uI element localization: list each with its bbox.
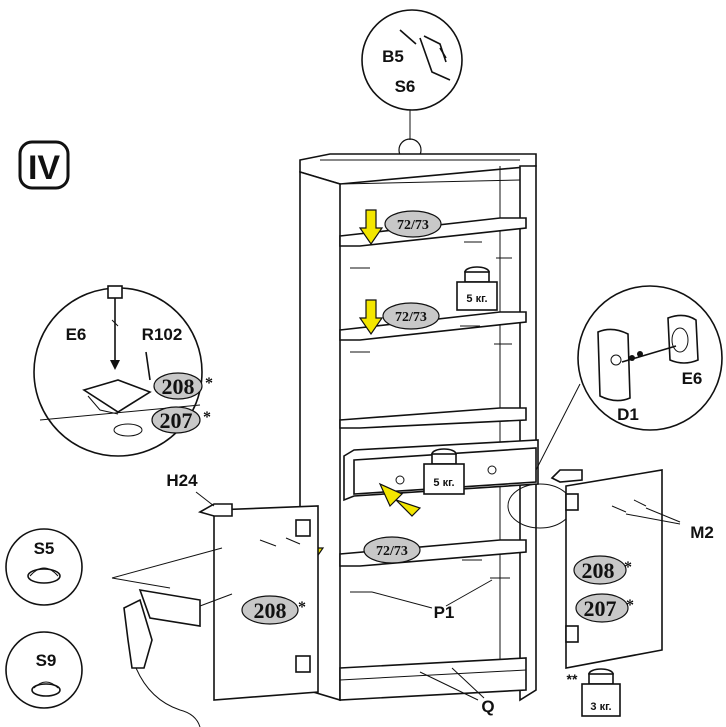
detail-code-207: 207 — [160, 408, 193, 433]
knob-s5-circle: S5 — [5, 528, 83, 606]
weight-label-floor: 3 кг. — [590, 701, 611, 713]
part-q-label: Q — [481, 697, 494, 716]
part-s6-label: S6 — [395, 77, 416, 96]
weight-icon-shelf: 5 кг. — [456, 266, 498, 311]
weight-icon-floor: 3 кг. ** — [567, 668, 621, 717]
weight-label-drawer: 5 кг. — [433, 477, 454, 489]
shelf-code-low: 72/73 — [363, 536, 421, 564]
left-door-code-208: 208 — [254, 598, 287, 623]
part-e6-left-label: E6 — [66, 325, 87, 344]
right-door: M2 208 * 207 * — [550, 469, 714, 669]
detail-code-207-asterisk: * — [203, 409, 211, 426]
shelf-code-mid: 72/73 — [382, 302, 440, 330]
right-door-code-207: 207 — [584, 596, 617, 621]
part-s5-label: S5 — [34, 539, 55, 558]
shelf-code-low-text: 72/73 — [376, 544, 408, 559]
shelf-code-top-text: 72/73 — [397, 218, 429, 233]
hinge-detail-circle-left: E6 R102 208 * 207 * — [33, 285, 213, 457]
step-label: IV — [28, 149, 60, 187]
part-m2-label: M2 — [690, 523, 714, 542]
drill-icon — [111, 547, 233, 727]
left-door: H24 208 * — [166, 471, 319, 701]
weight-label-shelf: 5 кг. — [466, 293, 487, 305]
part-e6-right-label: E6 — [682, 369, 703, 388]
shelf-code-mid-text: 72/73 — [395, 310, 427, 325]
right-door-code-208-asterisk: * — [624, 559, 632, 576]
detail-code-208-asterisk: * — [205, 375, 213, 392]
part-h24-label: H24 — [166, 471, 198, 490]
arrow-icon-push-drawer — [378, 482, 422, 517]
part-d1-label: D1 — [617, 405, 639, 424]
weight-floor-mark: ** — [567, 671, 578, 687]
right-door-code-207-asterisk: * — [626, 597, 634, 614]
knob-s9-circle: S9 — [5, 631, 83, 709]
shelf-code-top: 72/73 — [384, 210, 442, 238]
part-s9-label: S9 — [36, 651, 57, 670]
part-b5-label: B5 — [382, 47, 404, 66]
part-p1-callout: P1 — [371, 579, 493, 622]
bracket-detail-circle: B5 S6 — [361, 9, 463, 162]
left-door-code-208-asterisk: * — [298, 599, 306, 616]
detail-code-208: 208 — [162, 374, 195, 399]
part-q-callout: Q — [419, 667, 495, 716]
right-door-code-208: 208 — [582, 558, 615, 583]
arrow-icon-down-1 — [358, 209, 384, 246]
weight-icon-drawer: 5 кг. — [423, 448, 465, 495]
step-badge: IV — [18, 140, 70, 190]
arrow-icon-down-2 — [358, 299, 384, 336]
part-p1-label: P1 — [434, 603, 455, 622]
hinge-detail-circle-right: D1 E6 — [507, 285, 723, 529]
cabinet-body — [299, 153, 537, 702]
part-r102-label: R102 — [142, 325, 183, 344]
